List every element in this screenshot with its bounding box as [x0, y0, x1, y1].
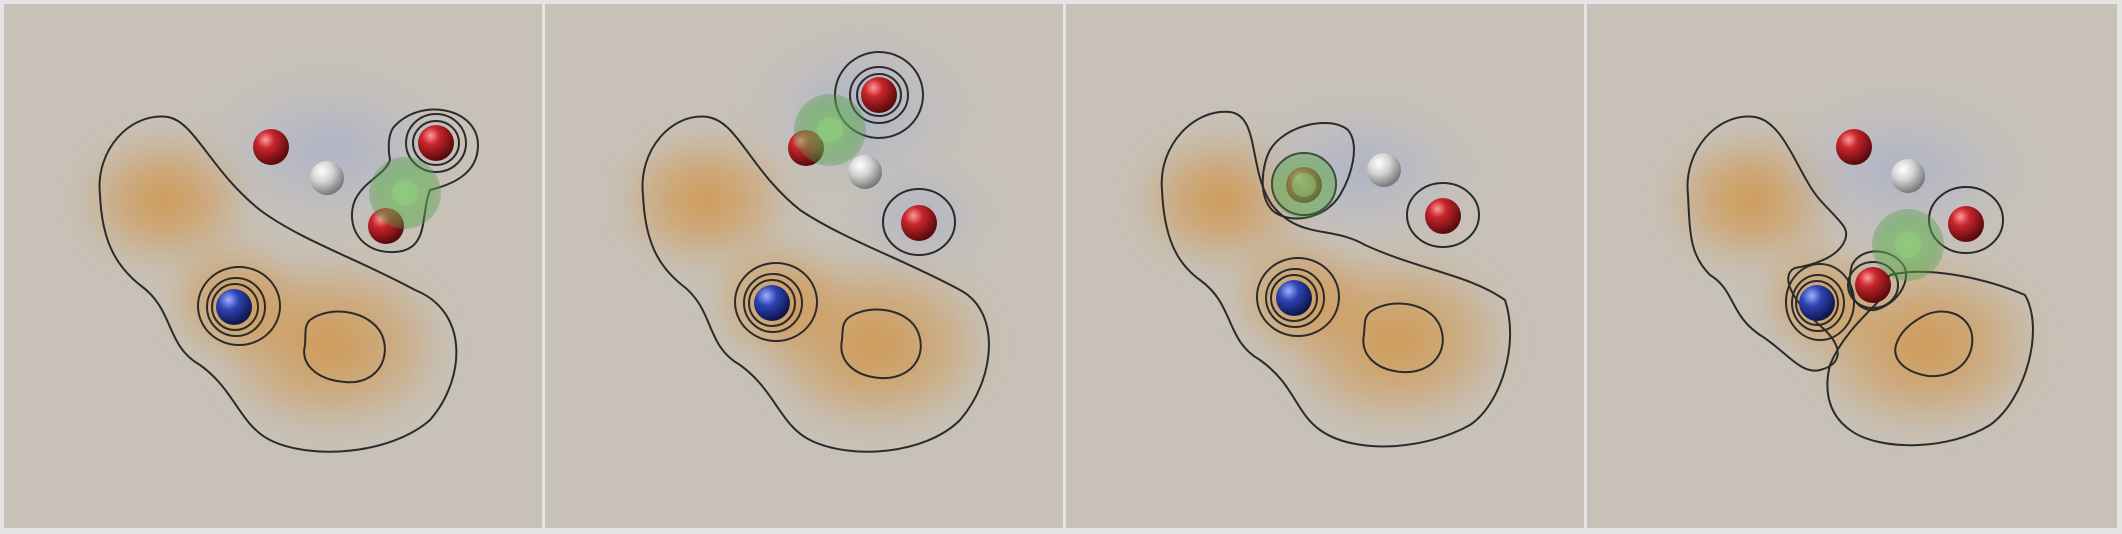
contour-n-outer [1785, 263, 1855, 341]
probe-core [817, 117, 843, 143]
hydrogen-atom [848, 155, 882, 189]
contour-inner-lobe [1894, 310, 1974, 378]
contour-oxygen-mid [849, 66, 909, 124]
contour-n-inner [211, 283, 259, 331]
contour-right-lobe [1826, 270, 2034, 447]
contour-outer [98, 115, 458, 453]
warm-field [615, 130, 995, 435]
hydrogen-atom [1367, 153, 1401, 187]
contour-n-outer [734, 262, 818, 342]
panel-4 [1587, 4, 2117, 528]
warm-field [75, 130, 450, 435]
panel-3 [1066, 4, 1584, 528]
contour-outer [641, 115, 990, 453]
contour-n-outer [1256, 257, 1340, 337]
nitrogen-atom [1799, 285, 1835, 321]
probe-core [392, 180, 418, 206]
probe-core [1895, 232, 1921, 258]
contour-n-inner [1270, 274, 1318, 322]
contour-oxygen-right [882, 188, 956, 256]
contour-n-mid [206, 277, 266, 337]
contour-oxygen-right [1406, 182, 1480, 248]
oxygen-atom [1836, 129, 1872, 165]
contour-n-inner [1795, 280, 1839, 326]
contour-n-mid [743, 273, 803, 333]
oxygen-atom [253, 129, 289, 165]
nitrogen-atom [216, 289, 252, 325]
oxygen-atom [1948, 206, 1984, 242]
contour-n-mid [1791, 274, 1845, 332]
contour-inner-lobe [840, 308, 922, 380]
contour-n-inner [748, 279, 796, 327]
contour-outer [1686, 115, 1848, 372]
panel-1 [4, 4, 542, 528]
panel-divider [1063, 4, 1066, 528]
oxygen-atom [861, 77, 897, 113]
oxygen-atom [1855, 267, 1891, 303]
panel-divider [2117, 4, 2122, 528]
contour-oxygen-ring [1847, 261, 1899, 309]
panel-2 [545, 4, 1063, 528]
oxygen-atom [901, 205, 937, 241]
panel-divider [1584, 4, 1587, 528]
contour-n-mid [1265, 268, 1325, 328]
contour-outer [1160, 110, 1512, 448]
contour-inner-lobe [303, 310, 386, 384]
probe-sphere [1271, 152, 1337, 218]
contour-oxygen-inner [405, 113, 467, 173]
nitrogen-atom [754, 285, 790, 321]
hydrogen-atom [1891, 159, 1925, 193]
nitrogen-atom [1276, 280, 1312, 316]
contour-probe-pocket [1261, 121, 1355, 220]
oxygen-atom [418, 125, 454, 161]
panel-divider [542, 4, 545, 528]
contour-oxygen-core [412, 120, 460, 166]
oxygen-atom [1425, 198, 1461, 234]
hydrogen-atom [310, 161, 344, 195]
probe-core [1292, 173, 1316, 197]
contour-oxygen-core [856, 73, 902, 117]
contour-inner-lobe [1362, 302, 1444, 374]
contour-n-outer [197, 266, 281, 346]
